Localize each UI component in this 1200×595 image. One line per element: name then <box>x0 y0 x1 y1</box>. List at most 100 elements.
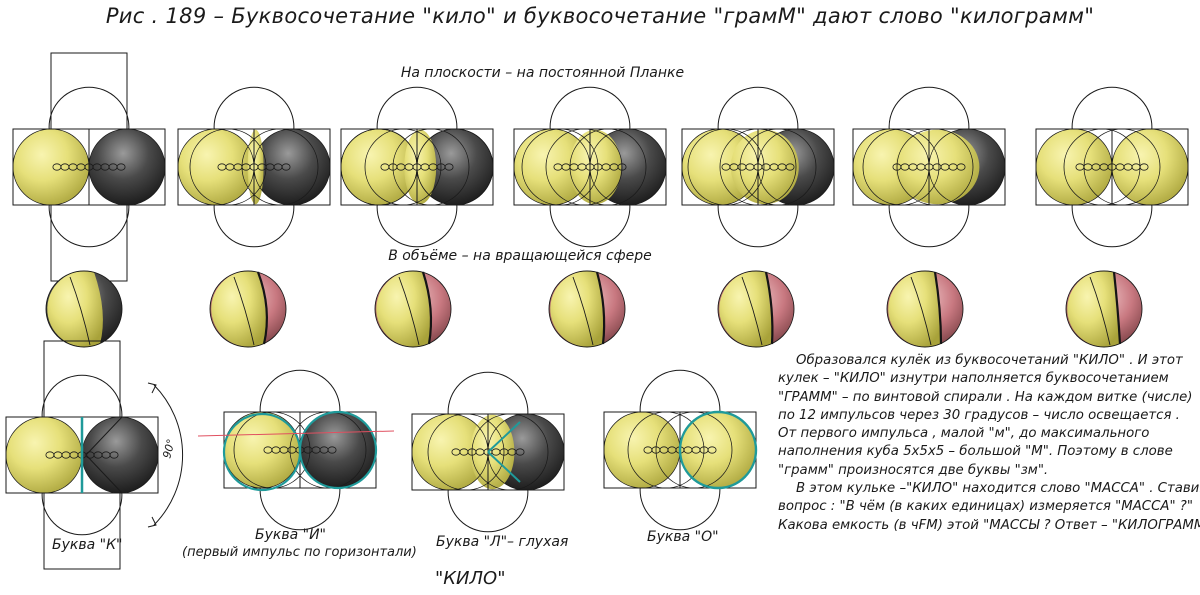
yellow-overlap <box>895 129 980 205</box>
shadow-edge <box>256 271 268 345</box>
letter-l-diagram <box>411 371 565 533</box>
meridian-line <box>398 276 420 346</box>
arc-circle <box>739 128 817 206</box>
arc-circle <box>545 128 623 206</box>
yellow-portion <box>888 270 941 347</box>
paragraph-line: по 12 импульсов через 30 градусов – числ… <box>778 407 1180 423</box>
chain-link <box>617 163 627 171</box>
figure-title: Рис . 189 – Буквосочетание "кило" и букв… <box>105 4 1095 28</box>
arc-circle <box>521 128 599 206</box>
arc-circle <box>687 128 765 206</box>
rotating-sphere-6 <box>886 270 964 348</box>
yellow-sphere <box>514 129 590 205</box>
yellow-overlap <box>730 129 799 205</box>
flat-diagram-7 <box>1035 86 1189 248</box>
teal-stroke <box>487 421 521 483</box>
yellow-portion <box>550 270 604 347</box>
letter-i-caption: Буква "И" <box>255 527 326 543</box>
paragraph-line: наполнения куба 5х5х5 – большой "М". Поэ… <box>778 444 1173 460</box>
meridian-line <box>233 276 255 346</box>
chain-link <box>281 163 291 171</box>
rotating-sphere-4 <box>548 270 626 348</box>
explanation-paragraph: Образовался кулёк из буквосочетаний "КИЛ… <box>778 352 1200 535</box>
row1-caption: На плоскости – на постоянной Планке <box>400 65 685 81</box>
row2-sphere-diagrams <box>45 270 1143 348</box>
chain-link <box>515 448 525 456</box>
flat-diagram-2 <box>177 86 331 248</box>
meridian-line <box>741 276 763 346</box>
flat-diagram-1 <box>12 52 166 282</box>
yellow-sphere <box>178 129 254 205</box>
flat-diagram-3 <box>340 86 494 248</box>
flat-diagram-4 <box>513 86 667 248</box>
yellow-portion <box>47 270 103 347</box>
yellow-sphere <box>6 417 82 493</box>
sphere-outline <box>548 270 626 348</box>
yellow-sphere <box>1112 129 1188 205</box>
letter-k-caption: Буква "К" <box>52 537 123 553</box>
row3-letter-diagrams <box>5 340 758 570</box>
paragraph-line: Образовался кулёк из буквосочетаний "КИЛ… <box>796 353 1183 368</box>
paragraph-line: вопрос : "В чём (в каких единицах) измер… <box>778 499 1193 515</box>
meridian-line <box>572 276 594 346</box>
arc-circle <box>655 411 733 489</box>
arc-circle <box>862 128 940 206</box>
arc-circle <box>627 411 705 489</box>
chain-link <box>109 451 119 459</box>
sphere-outline <box>45 270 123 348</box>
arc-circle <box>896 128 974 206</box>
letter-i-note: (первый импульс по горизонтали) <box>182 545 417 560</box>
sphere-outline <box>1065 270 1143 348</box>
dark-sphere <box>89 129 165 205</box>
row2-caption: В объёме – на вращающейся сфере <box>388 248 652 264</box>
paragraph-line: "ГРАММ" – по винтовой спирали . На каждо… <box>778 389 1193 405</box>
yellow-portion <box>376 270 431 347</box>
dark-sphere <box>300 412 376 488</box>
teal-circle <box>678 410 758 490</box>
shadow-edge <box>595 271 606 345</box>
yellow-overlap <box>247 129 264 205</box>
paragraph-line: кулек – "КИЛО" изнутри наполняется букво… <box>778 371 1169 387</box>
yellow-sphere <box>1036 129 1112 205</box>
rotating-sphere-3 <box>374 270 452 348</box>
paragraph-line: В этом кульке –"КИЛО" находится слово "М… <box>796 481 1200 497</box>
chain-link <box>707 446 717 454</box>
shadow-edge <box>764 271 774 345</box>
letter-o-diagram <box>603 369 758 531</box>
meridian-line <box>1089 276 1111 346</box>
yellow-sphere <box>13 129 89 205</box>
paragraph-line: Какова емкость (в чFМ) этой "МАССЫ ? Отв… <box>778 517 1200 533</box>
sphere-outline <box>717 270 795 348</box>
horizontal-impulse-line <box>197 430 395 437</box>
arrow-head <box>147 516 157 528</box>
yellow-portion <box>211 270 266 347</box>
arc-circle <box>471 413 549 491</box>
angle-label: 90° <box>160 438 178 460</box>
arc-circle <box>364 128 442 206</box>
letter-l-caption: Буква "Л"– глухая <box>436 534 569 550</box>
rotating-sphere-2 <box>209 270 287 348</box>
yellow-portion <box>719 270 772 347</box>
paragraph-line: "грамм" произносятся две буквы "зм". <box>778 462 1049 478</box>
yellow-sphere <box>412 414 488 490</box>
shadow-edge <box>421 271 433 345</box>
bottom-word-kilo: "КИЛО" <box>435 568 506 589</box>
meridian-line <box>69 276 91 346</box>
paragraph-line: От первого импульса , малой "м", до макс… <box>778 426 1150 442</box>
shadow-edge <box>933 271 943 345</box>
yellow-sphere <box>224 412 300 488</box>
shadow-edge <box>1112 271 1122 345</box>
letter-i-diagram <box>197 369 395 531</box>
sphere-outline <box>886 270 964 348</box>
arc-circle <box>392 128 470 206</box>
flat-diagram-5 <box>681 86 835 248</box>
yellow-overlap <box>569 129 622 205</box>
chain-link <box>1139 163 1149 171</box>
sphere-outline <box>374 270 452 348</box>
dark-sphere <box>254 129 330 205</box>
teal-circle <box>298 410 378 490</box>
letter-o-caption: Буква "О" <box>647 529 719 545</box>
chain-link <box>116 163 126 171</box>
rotating-sphere-1 <box>45 270 123 348</box>
